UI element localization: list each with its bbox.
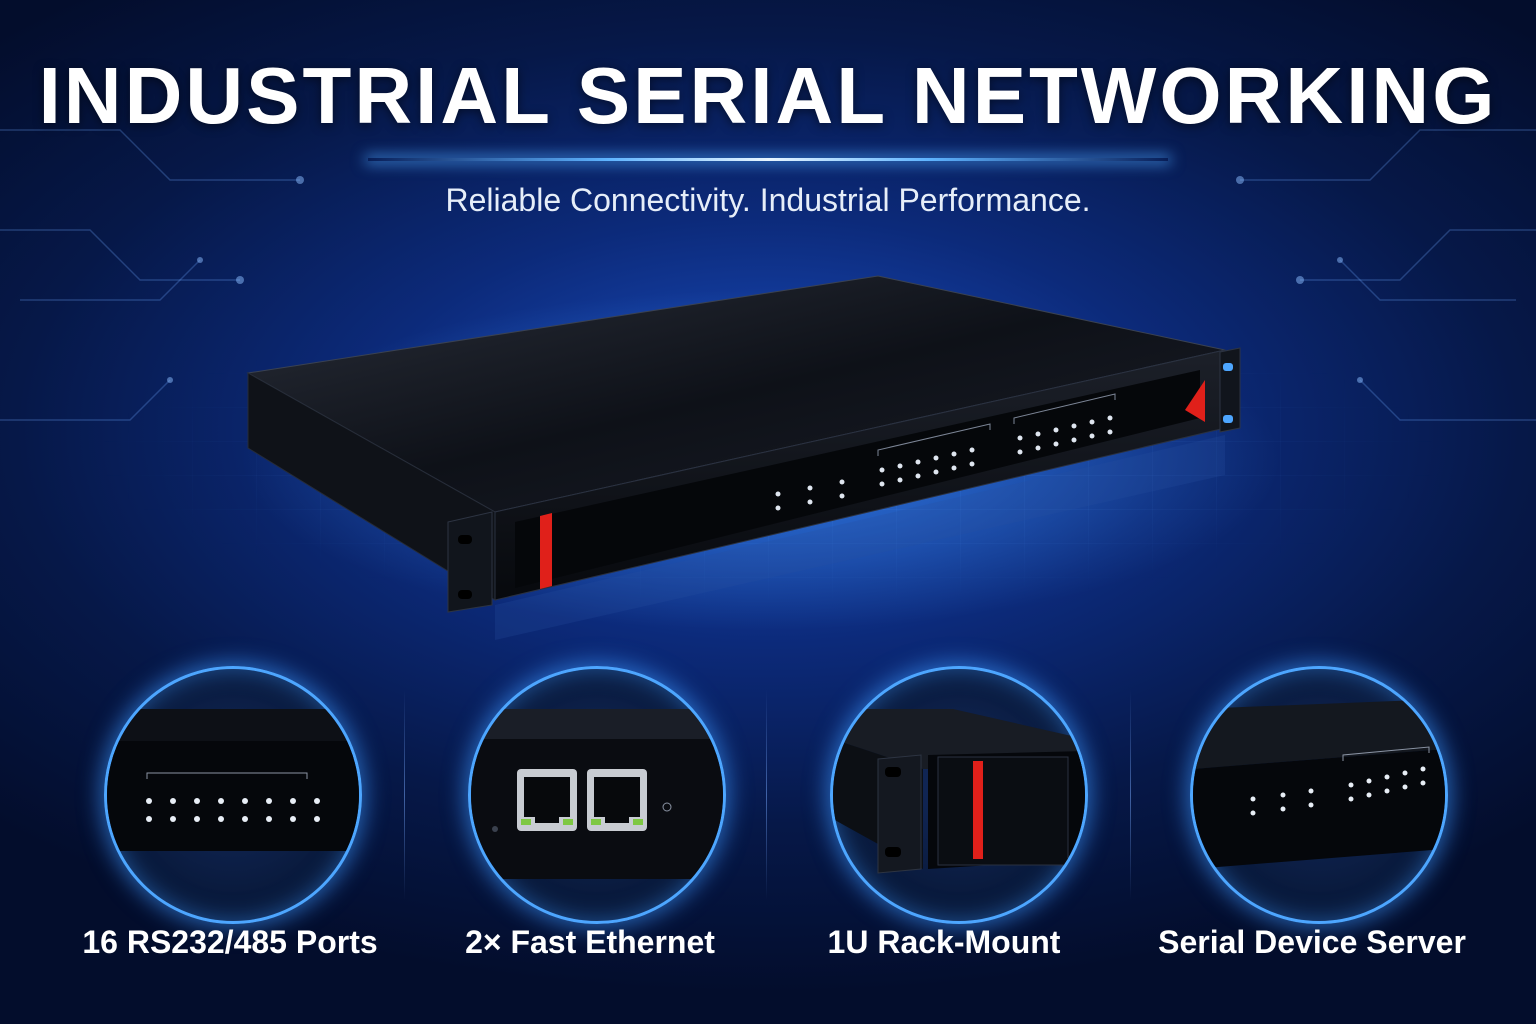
serial-ports-closeup-icon [104,666,362,924]
device-panel-closeup-icon [1190,666,1448,924]
feature-device-server [1190,666,1450,926]
feature-serial-ports [104,666,364,926]
ethernet-ports-closeup-icon [468,666,726,924]
feature-divider [404,690,405,900]
feature-label-ethernet: 2× Fast Ethernet [465,924,715,960]
feature-divider [766,690,767,900]
page-title: INDUSTRIAL SERIAL NETWORKING [38,51,1498,140]
title-underline-glow [368,158,1168,161]
feature-ethernet [468,666,728,926]
feature-label-serial-ports: 16 RS232/485 Ports [82,924,378,960]
feature-label-rack-mount: 1U Rack-Mount [827,924,1061,960]
feature-rack-mount [830,666,1090,926]
page-subtitle: Reliable Connectivity. Industrial Perfor… [445,182,1091,218]
rack-ear-closeup-icon [830,666,1088,924]
feature-divider [1130,690,1131,900]
feature-label-device-server: Serial Device Server [1158,924,1466,960]
serial-device-server-image [240,275,1280,640]
